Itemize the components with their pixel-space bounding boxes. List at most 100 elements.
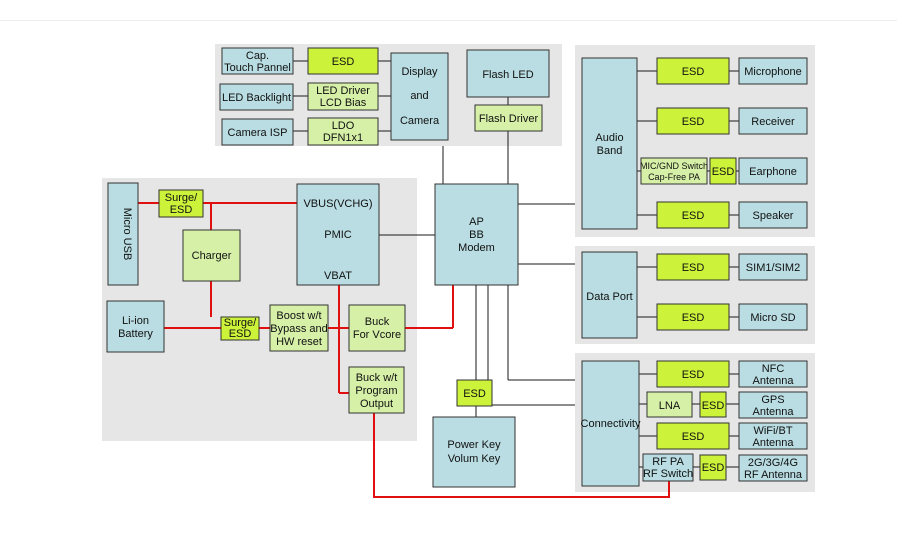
microphone-label: Microphone — [744, 66, 801, 78]
micro-usb-block — [107, 182, 139, 286]
esd-rf-block — [699, 454, 727, 481]
esd-key-block — [456, 379, 493, 407]
pmic-vbat-label: VBAT — [324, 270, 352, 282]
rf-pa-switch-block — [642, 453, 694, 482]
data-port-block — [581, 251, 638, 339]
pmic-block — [296, 183, 380, 286]
rf-antenna-block — [738, 454, 808, 482]
esd-mic-label: ESD — [682, 66, 705, 78]
flash-led-block — [466, 49, 550, 98]
camera-isp-label: Camera ISP — [228, 127, 288, 139]
connectivity-block — [581, 360, 640, 487]
audio-band-block — [581, 57, 638, 230]
mic-gnd-switch-block — [640, 157, 708, 185]
micro-usb-label: Micro USB — [121, 208, 133, 261]
buck-vcore-block — [348, 304, 406, 352]
esd-earphone-block — [709, 157, 737, 185]
cap-touch-panel-block — [221, 47, 294, 75]
buck-program-output-block — [348, 366, 405, 414]
esd-sd-block — [656, 303, 730, 331]
esd-wifi-label: ESD — [682, 431, 705, 443]
led-driver-block — [307, 82, 379, 111]
led-backlight-label: LED Backlight — [222, 92, 291, 104]
esd-gps-block — [699, 391, 727, 418]
charger-label: Charger — [192, 250, 232, 262]
esd-mic-block — [656, 57, 730, 85]
wifi-bt-antenna-block — [738, 422, 808, 450]
power-lines — [138, 202, 670, 498]
data-port-label: Data Port — [586, 291, 632, 303]
micro-sd-block — [738, 303, 808, 331]
esd-receiver-block — [656, 107, 730, 135]
esd-receiver-label: ESD — [682, 116, 705, 128]
camera-isp-block — [221, 118, 294, 146]
receiver-block — [738, 107, 808, 135]
speaker-block — [738, 201, 808, 229]
cap-touch-panel-label: Cap.Touch Pannel — [224, 50, 291, 74]
pmic-vbus-label: VBUS(VCHG) — [303, 198, 372, 210]
led-backlight-block — [219, 83, 294, 111]
signal-lines — [293, 60, 739, 468]
li-ion-battery-block — [106, 300, 165, 353]
display-camera-block — [390, 52, 449, 141]
sim-block — [738, 253, 808, 281]
esd-touch-label: ESD — [332, 56, 355, 68]
esd-nfc-block — [656, 360, 730, 388]
esd-earphone-label: ESD — [712, 166, 735, 178]
lna-label: LNA — [659, 400, 681, 412]
surge-esd-top-block — [158, 189, 204, 218]
earphone-block — [738, 157, 808, 185]
esd-gps-label: ESD — [702, 400, 725, 412]
micro-sd-label: Micro SD — [750, 312, 795, 324]
earphone-label: Earphone — [749, 166, 797, 178]
esd-touch-block — [307, 47, 379, 75]
flash-led-label: Flash LED — [482, 69, 533, 81]
esd-rf-label: ESD — [702, 462, 725, 474]
gps-antenna-block — [738, 391, 808, 419]
esd-speaker-label: ESD — [682, 210, 705, 222]
microphone-block — [738, 57, 808, 85]
sim-label: SIM1/SIM2 — [746, 262, 800, 274]
surge-esd-bottom-block — [220, 316, 260, 341]
ldo-block — [307, 117, 379, 146]
power-key-block — [432, 416, 516, 488]
esd-speaker-block — [656, 201, 730, 229]
boost-block — [269, 304, 329, 352]
surge-esd-top-label: Surge/ESD — [165, 192, 198, 216]
esd-sim-label: ESD — [682, 262, 705, 274]
connectivity-label: Connectivity — [581, 418, 641, 430]
flash-driver-label: Flash Driver — [479, 113, 539, 125]
flash-driver-block — [474, 104, 543, 132]
surge-esd-bottom-label: Surge/ESD — [224, 317, 257, 340]
top-bar — [0, 0, 897, 21]
pmic-label: PMIC — [324, 229, 352, 241]
charger-block — [182, 229, 241, 282]
esd-sim-block — [656, 253, 730, 281]
ap-bb-modem-block — [434, 183, 519, 286]
esd-wifi-block — [656, 422, 730, 450]
speaker-label: Speaker — [753, 210, 794, 222]
receiver-label: Receiver — [751, 116, 795, 128]
lna-block — [646, 391, 693, 418]
esd-nfc-label: ESD — [682, 369, 705, 381]
esd-key-label: ESD — [463, 388, 486, 400]
nfc-antenna-block — [738, 360, 808, 388]
esd-sd-label: ESD — [682, 312, 705, 324]
